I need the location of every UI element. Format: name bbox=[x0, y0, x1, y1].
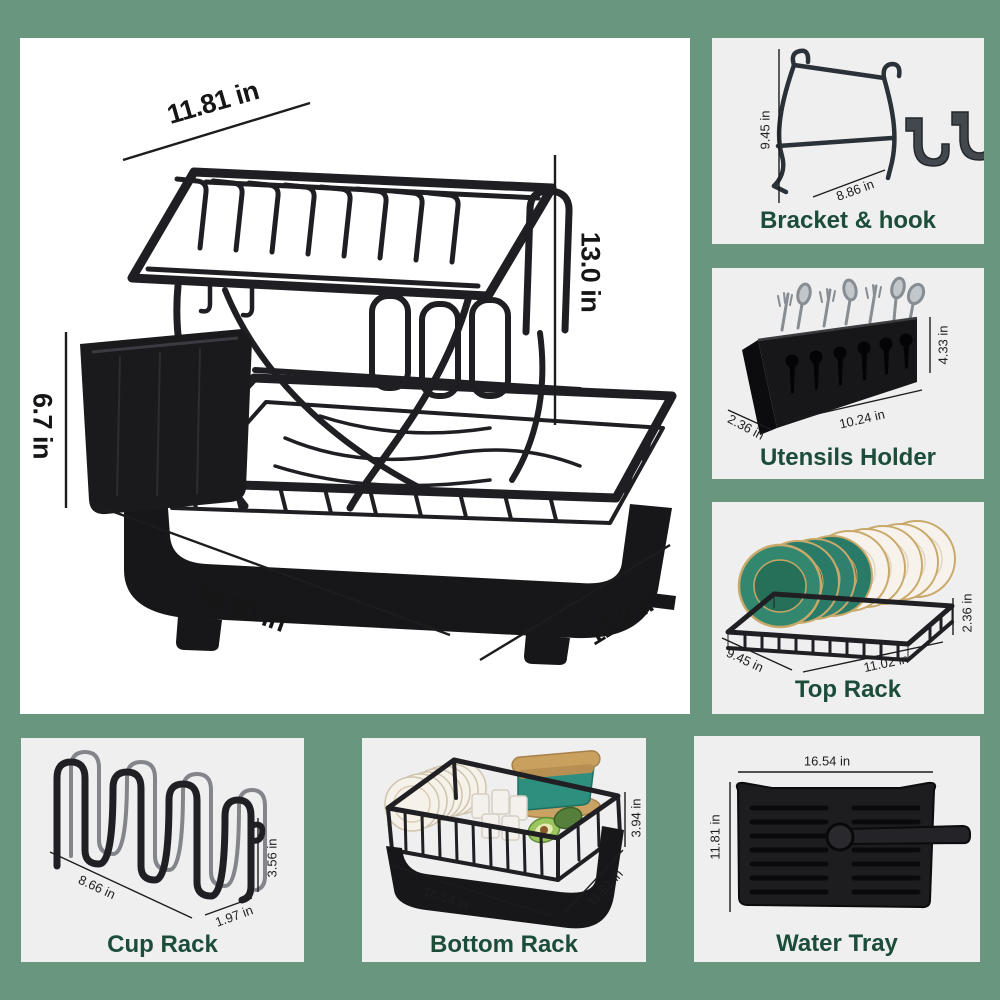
main-dimensions-panel: 11.81 in 13.0 in 6.7 in 18.90 in 12.2 in bbox=[20, 38, 690, 714]
dimension-lines bbox=[64, 101, 671, 662]
panel-title-bottomrack: Bottom Rack bbox=[429, 931, 579, 958]
dimension-lines bbox=[729, 771, 933, 912]
dimension-lines bbox=[49, 818, 259, 919]
holder-box-shape bbox=[742, 316, 918, 435]
cutlery-box-shape bbox=[80, 329, 252, 515]
utensils-holder-panel: 4.33 in 10.24 in 2.36 in Utensils Holder bbox=[712, 268, 984, 479]
cup-rack-panel: 8.66 in 1.97 in 3.56 in Cup Rack bbox=[21, 738, 304, 962]
cup-rack-illustration bbox=[49, 750, 267, 919]
base-tray-shape bbox=[124, 504, 676, 665]
bracket-hook-illustration bbox=[771, 48, 984, 203]
door-hooks-shape bbox=[905, 111, 984, 167]
dim-cuprack-height: 3.56 in bbox=[264, 838, 280, 878]
dim-toprack-height: 2.36 in bbox=[959, 593, 975, 633]
panel-title-watertray: Water Tray bbox=[776, 930, 898, 957]
silverware-shape bbox=[777, 276, 926, 332]
bracket-hook-panel: 9.45 in 8.86 in Bracket & hook bbox=[712, 38, 984, 244]
dim-tier-height: 13.0 in bbox=[575, 231, 606, 313]
bottom-rack-panel: 3.94 in 16.54 in 11.81 in Bottom Rack bbox=[362, 738, 646, 962]
dimension-lines bbox=[389, 792, 626, 918]
dimension-lines bbox=[727, 317, 931, 431]
top-rack-panel: 2.36 in 9.45 in 11.02 in Top Rack bbox=[712, 502, 984, 714]
dimension-lines bbox=[721, 598, 954, 673]
tray-shape bbox=[735, 781, 971, 909]
water-tray-illustration bbox=[729, 771, 971, 912]
panel-title-bracket: Bracket & hook bbox=[759, 207, 937, 234]
panel-title-cuprack: Cup Rack bbox=[107, 931, 218, 958]
panel-title-utensils: Utensils Holder bbox=[759, 444, 937, 471]
utensils-holder-illustration bbox=[727, 276, 931, 435]
two-tier-dish-rack-illustration bbox=[64, 101, 677, 665]
plates-shape bbox=[737, 520, 956, 629]
dimension-lines bbox=[778, 49, 886, 203]
dim-bracket-height: 9.45 in bbox=[757, 110, 773, 150]
dim-watertray-width: 11.81 in bbox=[707, 814, 723, 860]
panel-title-toprack: Top Rack bbox=[794, 676, 902, 703]
dim-bottomrack-height: 3.94 in bbox=[628, 798, 644, 838]
dim-utensils-height: 4.33 in bbox=[935, 325, 951, 365]
drain-spout-shape bbox=[848, 824, 971, 846]
dim-base-height: 6.7 in bbox=[27, 392, 58, 460]
water-tray-panel: 16.54 in 11.81 in Water Tray bbox=[694, 736, 980, 962]
rack-frame-shape bbox=[725, 591, 955, 662]
base-shape bbox=[386, 826, 624, 929]
top-rack-illustration bbox=[721, 520, 956, 673]
bottom-rack-illustration bbox=[384, 750, 626, 929]
dim-watertray-length: 16.54 in bbox=[803, 753, 851, 769]
